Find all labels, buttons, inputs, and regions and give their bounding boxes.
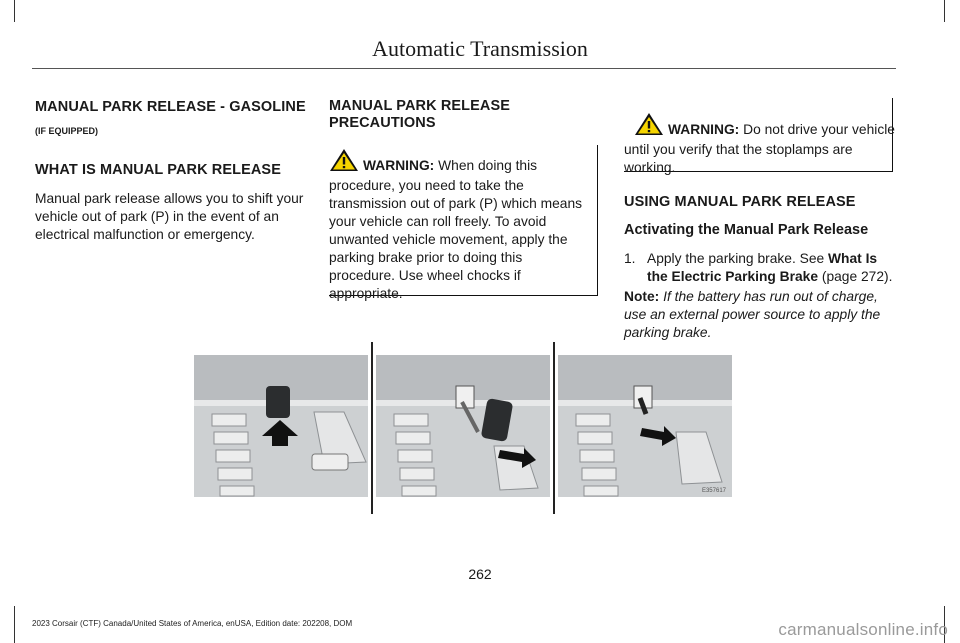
heading-manual-park-release: MANUAL PARK RELEASE - GASOLINE — [35, 99, 306, 115]
crop-mark-top-right — [944, 0, 945, 22]
figure-panel-3 — [558, 355, 732, 497]
heading-line: MANUAL PARK RELEASE — [329, 98, 511, 114]
text-line: electrical malfunction or emergency. — [35, 227, 255, 242]
text-line: your vehicle can roll freely. To avoid — [329, 214, 547, 229]
text-line: transmission out of park (P) which means — [329, 196, 583, 211]
edition-line: 2023 Corsair (CTF) Canada/United States … — [32, 619, 353, 628]
crop-mark-top-left — [14, 0, 15, 22]
warning-text-stoplamps: WARNING: Do not drive your vehicle until… — [624, 112, 896, 177]
note-battery: Note: If the battery has run out of char… — [624, 288, 896, 342]
step-page-ref: (page 272). — [821, 269, 893, 284]
page-number: 262 — [468, 566, 492, 582]
step-text: Apply the parking brake. See — [647, 251, 825, 266]
text-line: working. — [624, 160, 676, 175]
text-line: unwanted vehicle movement, apply the — [329, 232, 568, 247]
page-title: Automatic Transmission — [372, 36, 588, 61]
step-number: 1. — [624, 251, 636, 266]
heading-line: PRECAUTIONS — [329, 115, 436, 131]
figure-panel-2 — [376, 355, 550, 497]
text-line: parking brake. — [624, 325, 712, 340]
step-1: 1. Apply the parking brake. See What Is t… — [624, 250, 896, 286]
text-line: procedure. Use wheel chocks if — [329, 268, 521, 283]
text-line: use an external power source to apply th… — [624, 307, 881, 322]
figure-panel-1 — [194, 355, 368, 497]
subheading-activating: Activating the Manual Park Release — [624, 222, 869, 238]
warning-label: WARNING: — [668, 122, 740, 137]
text-line: procedure, you need to take the — [329, 178, 524, 193]
intro-paragraph: Manual park release allows you to shift … — [35, 190, 315, 244]
warning-box-stoplamps — [624, 98, 893, 172]
note-label: Note: — [624, 289, 660, 304]
step-link[interactable]: What Is — [828, 251, 878, 266]
warning-label: WARNING: — [363, 158, 435, 173]
text-line: vehicle out of park (P) in the event of … — [35, 209, 279, 224]
warning-first-line: When doing this — [438, 158, 538, 173]
warning-triangle-icon — [634, 112, 664, 141]
figure-code: E357617 — [702, 488, 727, 494]
header-rule — [32, 68, 896, 69]
if-equipped-label: (IF EQUIPPED) — [35, 126, 99, 136]
heading-what-is: WHAT IS MANUAL PARK RELEASE — [35, 162, 281, 178]
text-line: Manual park release allows you to shift … — [35, 191, 304, 206]
heading-precautions: MANUAL PARK RELEASE PRECAUTIONS — [329, 98, 510, 132]
step-link-cont[interactable]: the Electric Parking Brake — [647, 269, 819, 284]
warning-text-precautions: WARNING: When doing this procedure, you … — [329, 148, 599, 303]
warning-triangle-icon — [329, 148, 359, 177]
crop-mark-bottom-left — [14, 606, 15, 643]
text-line: parking brake prior to doing this — [329, 250, 523, 265]
heading-using-manual-park: USING MANUAL PARK RELEASE — [624, 194, 856, 210]
text-line: until you verify that the stoplamps are — [624, 142, 853, 157]
warning-first-line: Do not drive your vehicle — [743, 122, 895, 137]
note-text: If the battery has run out of charge, — [663, 289, 878, 304]
warning-box-precautions — [329, 145, 598, 296]
text-line: appropriate. — [329, 286, 403, 301]
manual-park-release-figure: E357617 — [194, 342, 734, 514]
crop-mark-bottom-right — [944, 606, 945, 643]
watermark: carmanualsonline.info — [778, 620, 948, 639]
